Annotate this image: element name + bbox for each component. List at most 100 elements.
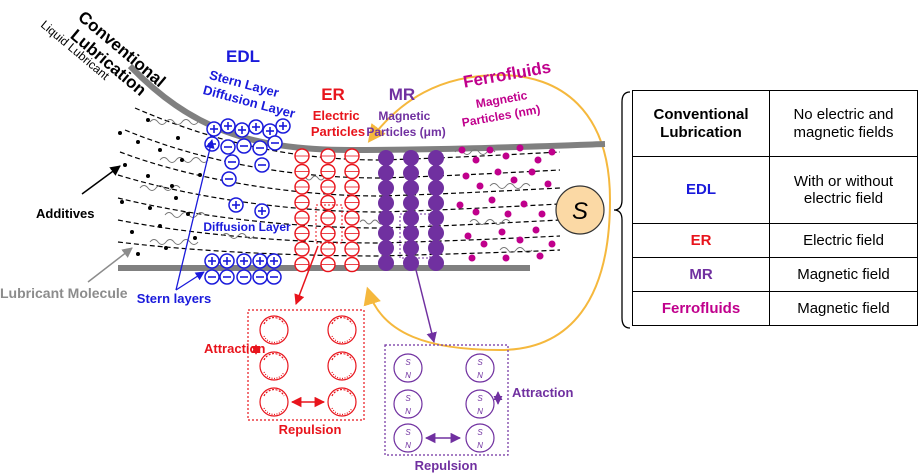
condition-text: Electric field [803, 231, 884, 249]
ferro-nanoparticle [520, 200, 528, 208]
ferro-nanoparticle [472, 208, 480, 216]
pole-n-label: N [405, 407, 411, 416]
method-text: ER [690, 231, 712, 249]
negative-ion [224, 154, 240, 170]
positive-ion [254, 203, 270, 219]
er-particle [344, 194, 360, 211]
additive-dot [118, 131, 122, 135]
positive-ion [206, 121, 222, 137]
ferro-nanoparticle [488, 196, 496, 204]
pole-s-label: S [477, 394, 483, 403]
ferro-nanoparticle [468, 254, 476, 262]
er-particle [320, 194, 336, 211]
pole-n-label: N [405, 371, 411, 380]
er-particle [294, 179, 310, 195]
er-particle [320, 179, 336, 195]
positive-ion [275, 118, 291, 134]
additive-dot [130, 230, 134, 234]
pole-s-label: S [405, 358, 411, 367]
pole-n-label: N [477, 407, 483, 416]
negative-ion [236, 269, 252, 285]
condition-cell: Magnetic field [769, 256, 918, 292]
positive-ion [252, 253, 268, 269]
mr-dipole-particle: SN [465, 423, 495, 453]
ferro-nanoparticle [480, 240, 488, 248]
mr-dipole-particle: SN [393, 389, 423, 419]
mr-particle [428, 150, 444, 166]
ferro-nanoparticle [486, 146, 494, 154]
condition-text: magnetic fields [793, 123, 894, 141]
negative-ion [254, 157, 270, 173]
mr-particle [378, 210, 394, 226]
additive-dot [180, 158, 184, 162]
stern-arrow-top [175, 139, 215, 291]
additive-dot [170, 184, 174, 188]
ferro-nanoparticle [494, 168, 502, 176]
additive-dot [136, 140, 140, 144]
mr-label: MR [389, 85, 415, 104]
ferro-nanoparticle [548, 240, 556, 248]
er-particle [294, 210, 310, 226]
mr-particle [378, 225, 394, 241]
negative-ion [252, 269, 268, 285]
method-text: Conventional [653, 106, 749, 124]
additive-dot [193, 236, 197, 240]
ferro-nanoparticle [534, 156, 542, 164]
ferro-nanoparticle [536, 252, 544, 260]
negative-ion [220, 139, 236, 155]
condition-text: Magnetic field [797, 265, 890, 283]
mr-particle [378, 165, 394, 181]
mr-particle [403, 180, 419, 196]
mr-zoom-arrow [413, 261, 437, 344]
comparison-row: ER Electric field [632, 222, 918, 258]
mr-particle [403, 255, 419, 271]
mr-particle [378, 180, 394, 196]
condition-text: No electric and [793, 106, 894, 124]
mr-dipole-particle: SN [393, 353, 423, 383]
mr-particle [403, 240, 419, 256]
condition-cell: Magnetic field [769, 290, 918, 327]
electric-particles-label: Electric Particles [311, 108, 365, 139]
ferrofluids-label: Ferrofluids [462, 58, 553, 92]
er-particles [294, 148, 360, 273]
er-dipole-particle [259, 315, 289, 345]
ferro-nanoparticle [548, 148, 556, 156]
negative-ion [204, 136, 220, 152]
mr-attraction-label: Attraction [512, 385, 573, 400]
er-particle [294, 241, 310, 257]
condition-text: electric field [803, 189, 884, 207]
er-zoom-arrow [294, 245, 319, 305]
ferro-nanoparticle [476, 182, 484, 190]
er-zoom-region [315, 204, 343, 244]
additive-dot [174, 196, 178, 200]
edl-ions [204, 118, 291, 285]
mr-particle [403, 195, 419, 211]
negative-ion [252, 140, 268, 156]
method-text: Lubrication [660, 123, 742, 141]
ferro-nanoparticle [456, 201, 464, 209]
mr-particle [403, 165, 419, 181]
mr-dipole-particle: SN [393, 423, 423, 453]
method-text: EDL [686, 181, 716, 199]
ferro-nanoparticle [544, 180, 552, 188]
er-dipole-particle [327, 387, 357, 417]
ferro-nanoparticle [502, 152, 510, 160]
magnetic-particles-nm-label: Magnetic Particles (nm) [458, 86, 541, 129]
svg-text:S: S [572, 198, 588, 225]
er-inset: Attraction Repulsion [204, 309, 365, 437]
method-cell: ER [632, 222, 770, 258]
mr-zoom-region [399, 213, 431, 259]
er-particle [344, 163, 360, 180]
ferro-nanoparticle [510, 176, 518, 184]
diffusion-layer-mid-label: Diffusion Layer [203, 220, 291, 234]
pole-n-label: N [405, 441, 411, 450]
additives-label: Additives [36, 206, 95, 221]
mr-particle [378, 150, 394, 166]
er-dipole-particle [327, 315, 357, 345]
additive-dot [146, 174, 150, 178]
